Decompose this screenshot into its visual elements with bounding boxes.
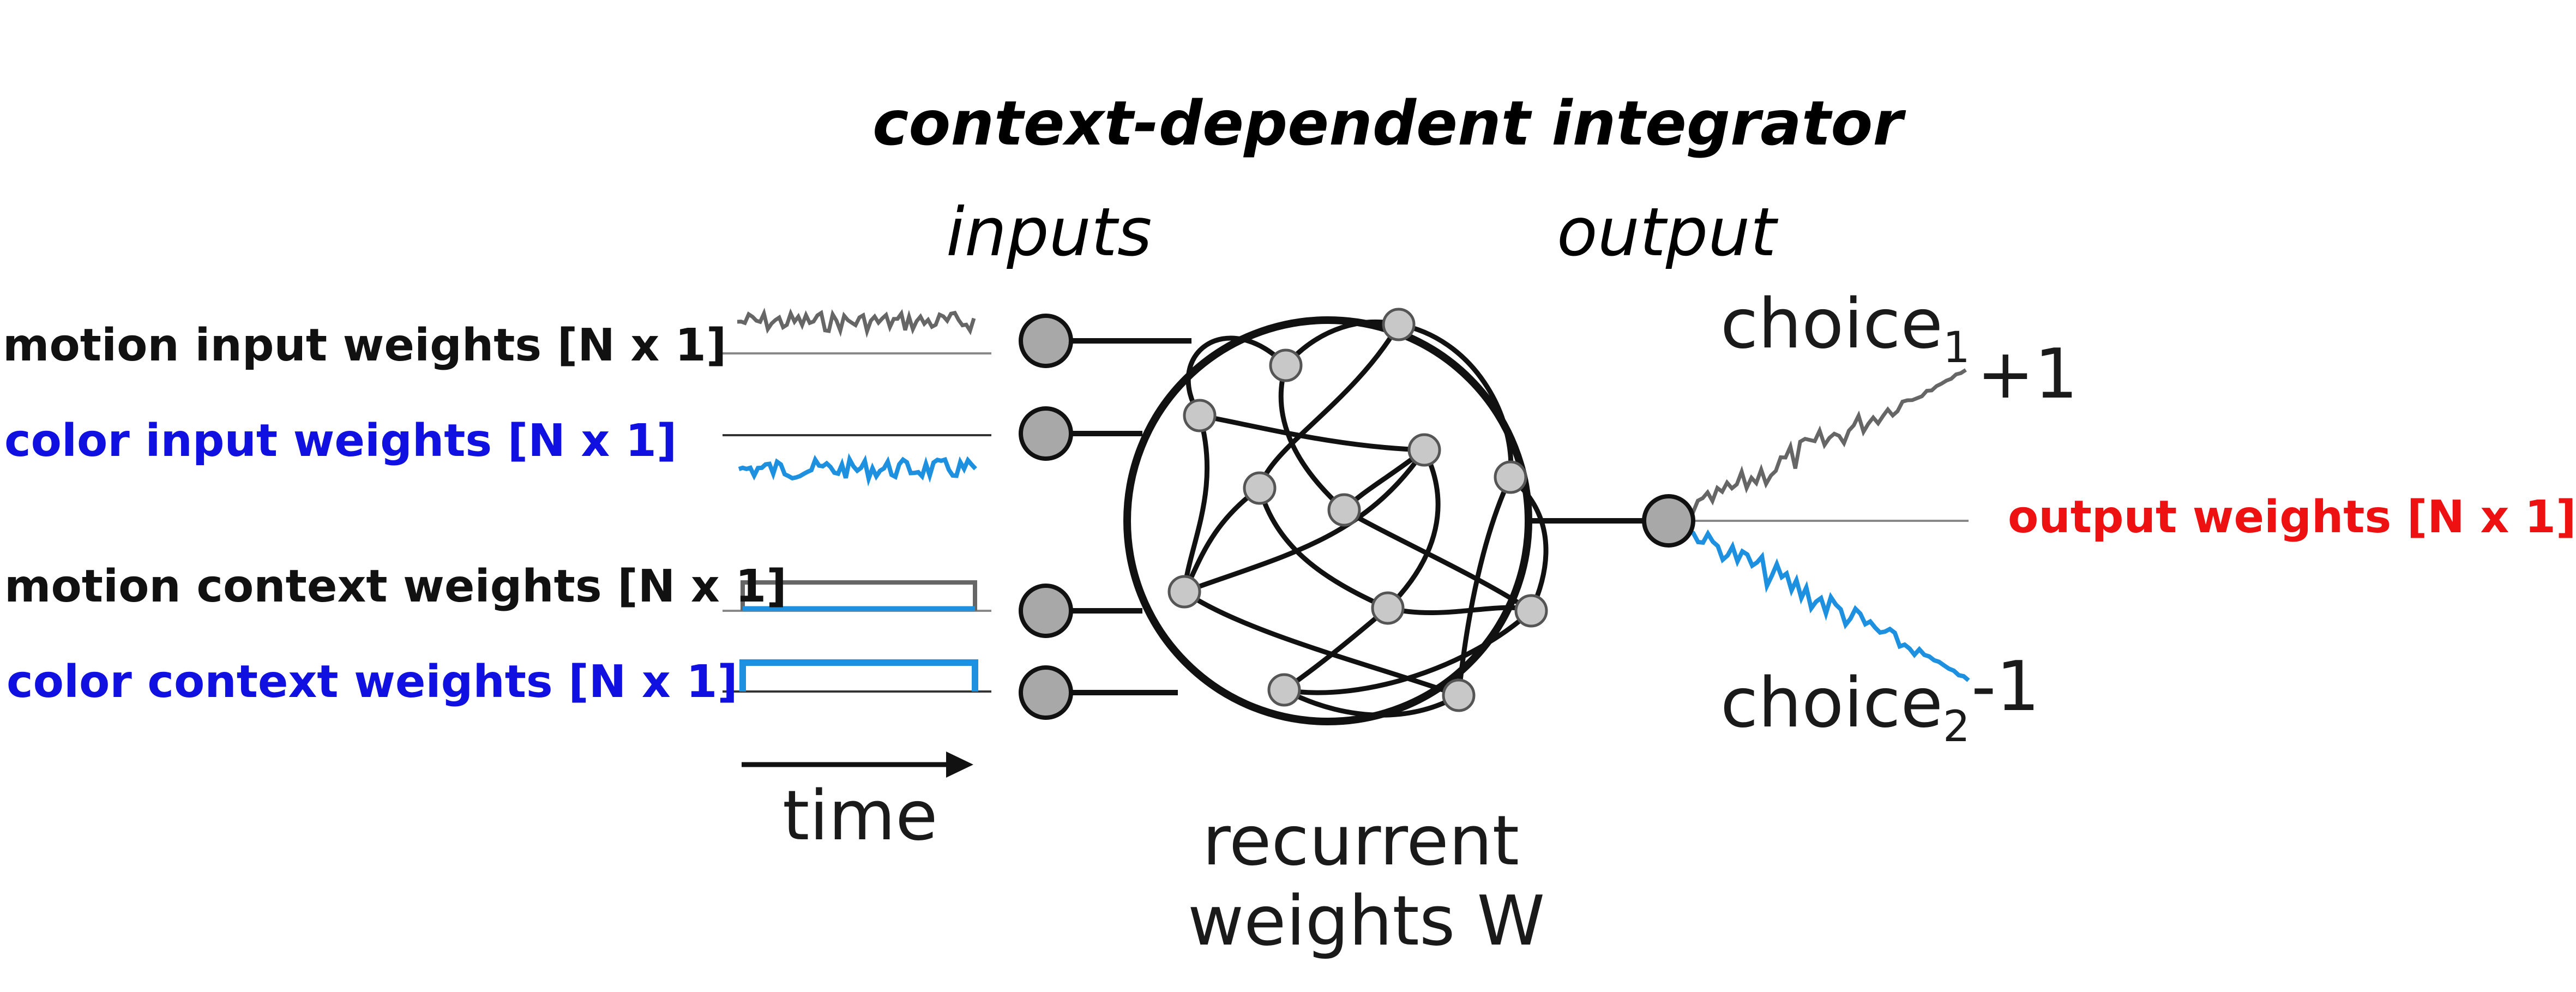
- color-noise-trace: [738, 453, 977, 487]
- recurrent-connection: [1283, 688, 1460, 718]
- choice1-text: choice: [1720, 284, 1943, 364]
- input-node: [1019, 665, 1073, 720]
- recurrent-connection: [1343, 508, 1533, 613]
- motion-context-weights-label: motion context weights [N x 1]: [4, 561, 787, 612]
- time-label: time: [783, 775, 938, 856]
- output-heading: output: [1557, 194, 1777, 271]
- recurrent-connection: [1386, 448, 1441, 610]
- inputs-heading: inputs: [946, 194, 1152, 271]
- recurrent-node: [1494, 460, 1527, 494]
- choice1-trajectory: [1667, 368, 1967, 522]
- recurrent-node: [1514, 594, 1548, 628]
- recurrent-connection: [1185, 335, 1288, 417]
- recurrent-node: [1371, 591, 1405, 625]
- choice2-trajectory: [1668, 519, 1970, 682]
- recurrent-weights-label: weights W: [1188, 881, 1545, 961]
- recurrent-node: [1243, 471, 1277, 505]
- choice2-subscript: 2: [1943, 702, 1970, 752]
- recurrent-label: recurrent: [1202, 801, 1520, 881]
- recurrent-node: [1442, 678, 1476, 712]
- input-node: [1019, 314, 1073, 368]
- recurrent-connection: [1283, 606, 1389, 692]
- recurrent-node: [1167, 575, 1201, 609]
- choice2-text: choice: [1720, 663, 1943, 743]
- motion-input-weights-label: motion input weights [N x 1]: [3, 320, 727, 371]
- motion-context-pulse: [741, 580, 977, 611]
- recurrent-node: [1327, 493, 1361, 527]
- choice1-subscript: 1: [1943, 323, 1970, 373]
- choice2-value: -1: [1971, 646, 2040, 726]
- output-weights-label: output weights [N x 1]: [2008, 491, 2576, 543]
- recurrent-connection: [1199, 413, 1425, 453]
- recurrent-connection: [1183, 448, 1427, 594]
- color-context-weights-label: color context weights [N x 1]: [7, 656, 738, 708]
- input-node: [1019, 584, 1073, 638]
- recurrent-node: [1269, 348, 1303, 382]
- choice1-value: +1: [1977, 334, 2078, 414]
- recurrent-connection: [1398, 322, 1514, 478]
- time-arrow-head: [946, 751, 973, 778]
- recurrent-connection: [1182, 414, 1210, 592]
- recurrent-node: [1267, 673, 1301, 707]
- output-node: [1642, 494, 1695, 548]
- recurrent-node: [1183, 399, 1217, 432]
- recurrent-connection: [1509, 475, 1549, 612]
- recurrent-node: [1382, 308, 1416, 341]
- diagram-title: context-dependent integrator: [872, 88, 1903, 159]
- color-input-weights-label: color input weights [N x 1]: [4, 415, 677, 467]
- input-node: [1019, 406, 1073, 461]
- recurrent-connection: [1284, 609, 1533, 695]
- recurrent-connection: [1257, 323, 1401, 489]
- recurrent-connection: [1183, 590, 1460, 698]
- choice1-label: choice1: [1720, 284, 1970, 372]
- color-context-pulse: [739, 659, 978, 692]
- recurrent-connection: [1257, 487, 1389, 611]
- choice2-label: choice2: [1720, 663, 1970, 751]
- recurrent-connection: [1278, 364, 1346, 512]
- recurrent-node: [1407, 433, 1441, 467]
- motion-noise-trace: [737, 308, 976, 338]
